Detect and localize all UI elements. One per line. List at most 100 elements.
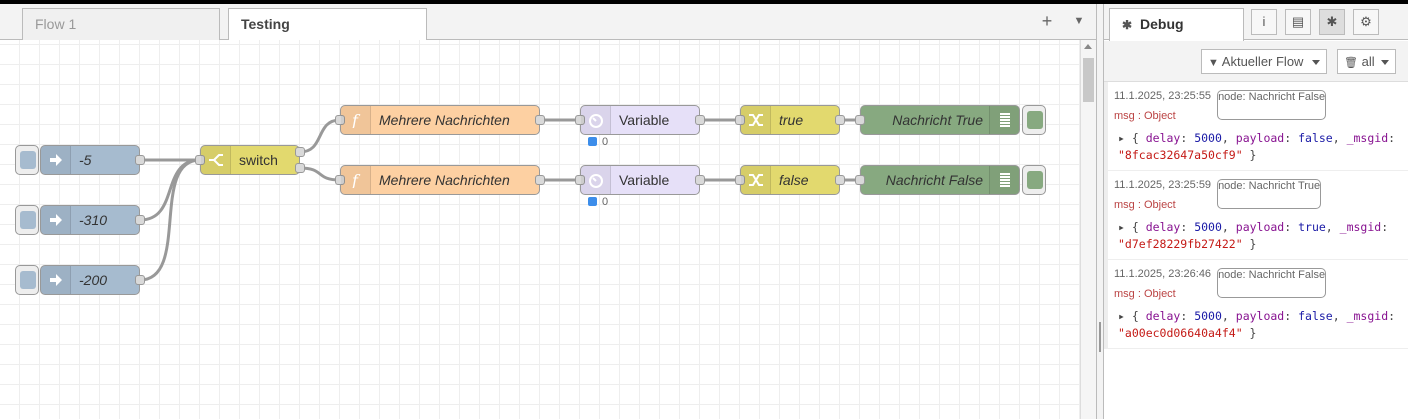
- input-port[interactable]: [575, 175, 585, 185]
- tab-debug-label: Debug: [1140, 16, 1184, 32]
- debug-node[interactable]: Nachricht True: [855, 105, 1020, 135]
- message-node[interactable]: node: Nachricht False: [1217, 268, 1327, 298]
- switch-icon: [201, 146, 231, 174]
- node-status: 0: [588, 136, 608, 148]
- plus-icon[interactable]: +: [1041, 11, 1053, 31]
- change-node[interactable]: true: [735, 105, 845, 135]
- output-port[interactable]: [295, 147, 305, 157]
- status-dot-icon: [588, 137, 597, 146]
- input-port[interactable]: [855, 115, 865, 125]
- message-node[interactable]: node: Nachricht False: [1217, 90, 1327, 120]
- switch-node-label: switch: [239, 152, 278, 168]
- output-port[interactable]: [695, 175, 705, 185]
- change-node[interactable]: false: [735, 165, 845, 195]
- expand-icon[interactable]: ▸: [1118, 220, 1125, 234]
- input-port[interactable]: [575, 115, 585, 125]
- debug-node-label: Nachricht True: [892, 112, 983, 128]
- delay-node-label: Variable: [619, 172, 670, 188]
- inject-node-label: -5: [79, 152, 92, 168]
- workspace-tab-bar: Flow 1 Testing + ▼: [0, 4, 1096, 41]
- debug-toggle-button[interactable]: [1022, 165, 1046, 195]
- output-port[interactable]: [135, 155, 145, 165]
- trash-icon: 🗑: [1344, 57, 1358, 69]
- output-port[interactable]: [835, 115, 845, 125]
- book-icon[interactable]: ▤: [1285, 9, 1311, 35]
- tab-debug[interactable]: ✱ Debug: [1109, 8, 1244, 41]
- canvas-scrollbar[interactable]: [1080, 40, 1096, 419]
- clear-dropdown[interactable]: 🗑 all: [1337, 49, 1396, 74]
- filter-icon: ▼: [1208, 57, 1219, 69]
- input-port[interactable]: [335, 175, 345, 185]
- switch-node[interactable]: switch: [195, 145, 305, 175]
- wire: [299, 118, 341, 154]
- debug-toggle-button[interactable]: [1022, 105, 1046, 135]
- input-port[interactable]: [855, 175, 865, 185]
- inject-button[interactable]: [15, 265, 39, 295]
- output-port[interactable]: [535, 115, 545, 125]
- message-body[interactable]: ▸ { delay: 5000, payload: true, _msgid:"…: [1118, 220, 1389, 251]
- input-port[interactable]: [195, 155, 205, 165]
- svg-text:f: f: [351, 112, 361, 128]
- inject-button[interactable]: [15, 205, 39, 235]
- input-port[interactable]: [735, 175, 745, 185]
- resize-grip[interactable]: [1099, 322, 1101, 352]
- delay-node[interactable]: Variable: [575, 165, 705, 195]
- flow-canvas[interactable]: -5 -310 -200 switch: [0, 40, 1080, 419]
- info-icon[interactable]: i: [1251, 9, 1277, 35]
- debug-toolbar: ▼ Aktueller Flow 🗑 all: [1104, 41, 1408, 82]
- sidebar: ✱ Debug i ▤ ✱ ⚙ ▼ Aktueller Flow 🗑 all 11…: [1104, 4, 1408, 419]
- inject-node[interactable]: -5: [40, 145, 145, 175]
- tab-flow-1[interactable]: Flow 1: [22, 8, 220, 40]
- bug-icon: ✱: [1122, 18, 1133, 32]
- scrollbar-thumb[interactable]: [1083, 58, 1094, 102]
- arrow-in-icon: [41, 146, 71, 174]
- output-port[interactable]: [295, 163, 305, 173]
- chevron-down-icon: [1381, 60, 1389, 65]
- output-port[interactable]: [135, 275, 145, 285]
- message-meta: 11.1.2025, 23:25:55 node: Nachricht False: [1114, 90, 1327, 120]
- wire: [299, 166, 341, 182]
- function-node-label: Mehrere Nachrichten: [379, 112, 510, 128]
- inject-node[interactable]: -200: [40, 265, 145, 295]
- message-body[interactable]: ▸ { delay: 5000, payload: false, _msgid:…: [1118, 131, 1396, 162]
- expand-icon[interactable]: ▸: [1118, 131, 1125, 145]
- node-status: 0: [588, 196, 608, 208]
- bug-icon[interactable]: ✱: [1319, 9, 1345, 35]
- debug-node-label: Nachricht False: [885, 172, 983, 188]
- debug-message-list: 11.1.2025, 23:25:55 node: Nachricht False…: [1104, 82, 1408, 419]
- expand-icon[interactable]: ▸: [1118, 309, 1125, 323]
- message-body[interactable]: ▸ { delay: 5000, payload: false, _msgid:…: [1118, 309, 1396, 340]
- scroll-up-icon[interactable]: [1084, 44, 1092, 49]
- clear-label: all: [1361, 54, 1375, 69]
- message-timestamp: 11.1.2025, 23:25:59: [1114, 179, 1212, 191]
- function-icon: f: [341, 166, 371, 194]
- filter-dropdown[interactable]: ▼ Aktueller Flow: [1201, 49, 1327, 74]
- delay-node[interactable]: Variable: [575, 105, 705, 135]
- shuffle-icon: [741, 106, 771, 134]
- inject-node[interactable]: -310: [40, 205, 145, 235]
- input-port[interactable]: [335, 115, 345, 125]
- message-timestamp: 11.1.2025, 23:25:55: [1114, 90, 1212, 102]
- sidebar-divider[interactable]: [1096, 4, 1104, 419]
- debug-node[interactable]: Nachricht False: [855, 165, 1020, 195]
- gear-icon[interactable]: ⚙: [1353, 9, 1379, 35]
- function-node[interactable]: f Mehrere Nachrichten: [335, 105, 545, 135]
- change-node-label: false: [779, 172, 809, 188]
- tab-testing[interactable]: Testing: [228, 8, 427, 41]
- function-node[interactable]: f Mehrere Nachrichten: [335, 165, 545, 195]
- chevron-down-icon: [1312, 60, 1320, 65]
- output-port[interactable]: [695, 115, 705, 125]
- message-node[interactable]: node: Nachricht True: [1217, 179, 1322, 209]
- output-port[interactable]: [135, 215, 145, 225]
- output-port[interactable]: [835, 175, 845, 185]
- output-port[interactable]: [535, 175, 545, 185]
- message-meta: 11.1.2025, 23:25:59 node: Nachricht True: [1114, 179, 1322, 209]
- inject-node-label: -310: [79, 212, 108, 228]
- chevron-down-icon[interactable]: ▼: [1073, 15, 1085, 27]
- input-port[interactable]: [735, 115, 745, 125]
- inject-button[interactable]: [15, 145, 39, 175]
- message-type: msg : Object: [1114, 110, 1176, 122]
- filter-label: Aktueller Flow: [1221, 54, 1304, 69]
